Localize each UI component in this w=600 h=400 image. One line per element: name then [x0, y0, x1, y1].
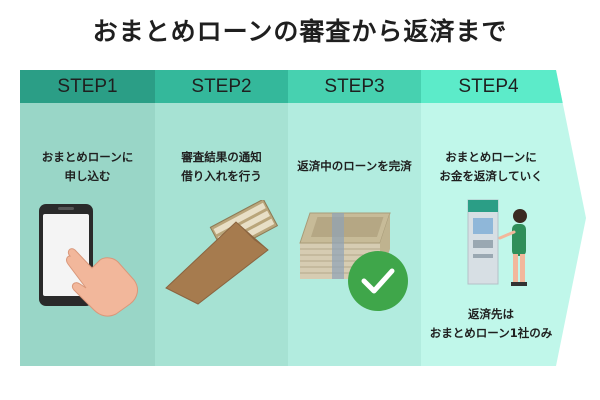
step3-description: 返済中のローンを完済 [288, 157, 421, 176]
step1-description: おまとめローンに 申し込む [20, 148, 155, 186]
step1-line-1: おまとめローンに [41, 150, 134, 164]
step4-line-2: お金を返済していく [439, 169, 543, 183]
step3-label: STEP3 [324, 76, 385, 97]
step2-line-2: 借り入れを行う [181, 169, 262, 183]
step1-header [20, 70, 155, 103]
page-title: おまとめローンの審査から返済まで [92, 17, 508, 46]
step3-line-1: 返済中のローンを完済 [297, 159, 412, 173]
money-stack-check-icon [299, 212, 408, 311]
step2-label: STEP2 [191, 76, 252, 97]
step3-header [288, 70, 421, 103]
step4-note-line-1: 返済先は [468, 307, 514, 321]
step4-label: STEP4 [458, 76, 519, 97]
step2-line-1: 審査結果の通知 [181, 150, 262, 164]
smartphone-tap-icon [39, 204, 138, 317]
step4-line-1: おまとめローンに [445, 150, 537, 164]
step4-note-line-2: おまとめローン1社のみ [429, 326, 553, 340]
step1-line-2: 申し込む [64, 169, 111, 183]
money-envelope-icon [165, 200, 279, 305]
atm-person-icon [467, 199, 527, 286]
step2-description: 審査結果の通知 借り入れを行う [155, 148, 288, 186]
step1-label: STEP1 [57, 76, 118, 97]
step4-panel [421, 70, 586, 366]
step4-header [421, 70, 563, 103]
step4-description: おまとめローンに お金を返済していく [421, 148, 561, 186]
step2-header [155, 70, 288, 103]
step4-note: 返済先は おまとめローン1社のみ [421, 305, 561, 343]
